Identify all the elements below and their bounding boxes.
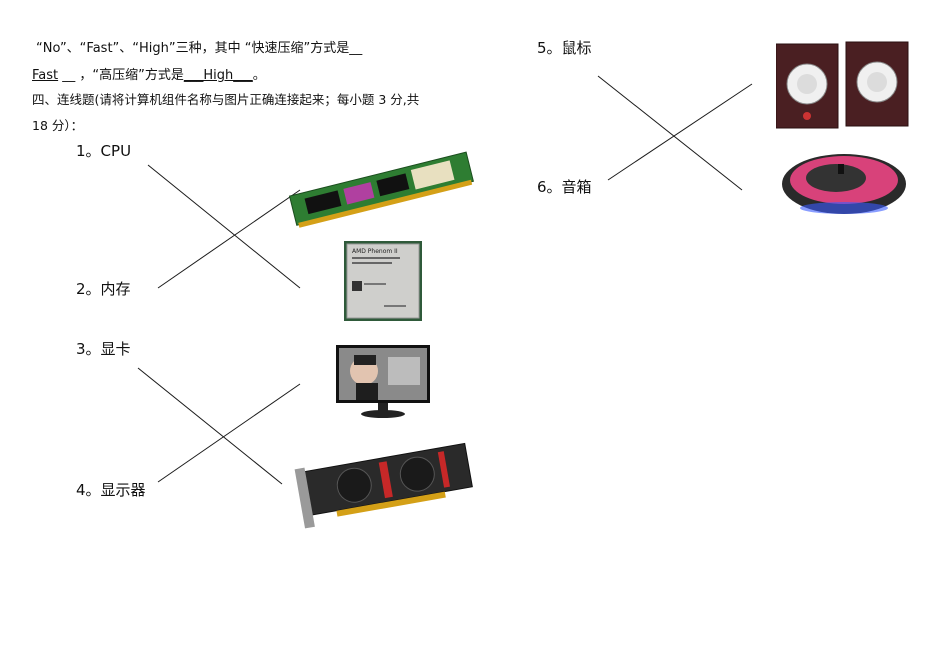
item-label-mouse: 5。鼠标: [537, 39, 592, 57]
line-cpu-to-chip: [147, 164, 301, 289]
line-memory-to-ram: [157, 189, 301, 289]
cpu-brand-text: AMD Phenom II: [352, 248, 398, 255]
item-label-cpu: 1。CPU: [76, 142, 132, 160]
intro-line-2-end: 。: [252, 68, 266, 83]
intro-line-1-text: “No”、“Fast”、“High”三种，其中 “快速压缩”方式是__: [36, 41, 363, 56]
ram-stick-image: [288, 151, 474, 228]
monitor-image: [336, 345, 430, 418]
intro-line-1: “No”、“Fast”、“High”三种，其中 “快速压缩”方式是__: [36, 37, 362, 56]
line-graphics-to-gpu: [137, 367, 283, 485]
section-heading-text-1: 四、连线题(请将计算机组件名称与图片正确连接起来；每小题 3 分,共: [32, 92, 420, 107]
line-mouse-to-mouse: [597, 75, 743, 191]
graphics-card-image: [294, 442, 473, 529]
mouse-image: [782, 154, 906, 214]
line-monitor-to-display: [157, 383, 301, 483]
section-heading-text-2: 18 分）：: [32, 118, 84, 133]
intro-line-2-mid: __ ，“高压缩”方式是: [58, 68, 184, 83]
speakers-image: [776, 41, 909, 129]
intro-line-2: Fast __ ，“高压缩”方式是___High___。: [32, 64, 266, 83]
answer-fast: Fast: [32, 68, 59, 83]
item-label-memory: 2。内存: [76, 280, 131, 298]
section-heading-line-2: 18 分）：: [32, 115, 83, 134]
line-speakers-to-speakers: [607, 83, 753, 181]
answer-high: ___High___: [183, 68, 253, 83]
section-heading-line-1: 四、连线题(请将计算机组件名称与图片正确连接起来；每小题 3 分,共: [32, 89, 419, 108]
item-label-graphics-card: 3。显卡: [76, 340, 131, 358]
cpu-chip-image: AMD Phenom II: [344, 241, 422, 321]
item-label-monitor: 4。显示器: [76, 481, 146, 499]
item-label-speakers: 6。音箱: [537, 178, 592, 196]
